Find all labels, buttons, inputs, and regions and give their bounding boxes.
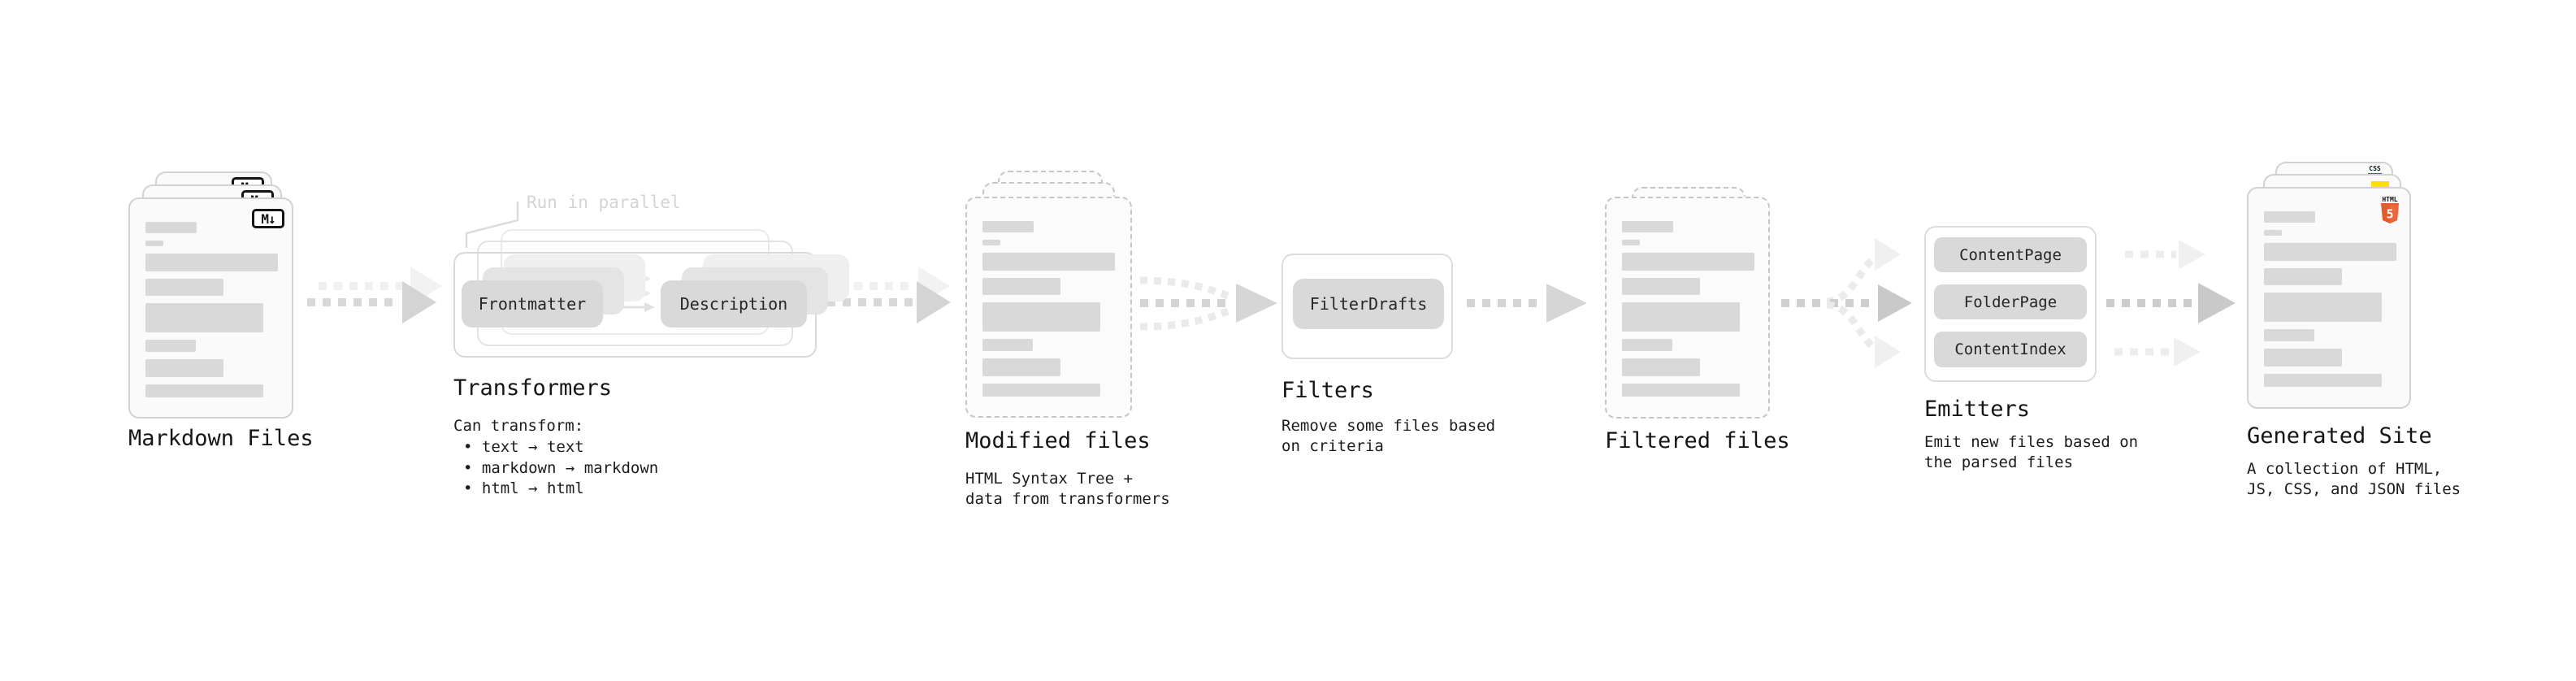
svg-text:5: 5 — [2386, 207, 2393, 222]
doc-line-placeholder — [145, 359, 223, 377]
doc-line-placeholder — [1622, 339, 1672, 351]
doc-line-placeholder — [145, 254, 278, 271]
arrow-transformers-to-modified — [827, 267, 951, 323]
emitter-node-contentindex: ContentIndex — [1934, 332, 2087, 367]
doc-line-placeholder — [145, 303, 263, 332]
doc-line-placeholder — [2264, 329, 2314, 341]
bullet-item: • html → html — [463, 479, 584, 497]
modified-files-caption: HTML Syntax Tree + data from transformer… — [965, 470, 1170, 508]
doc-line-placeholder — [145, 222, 197, 233]
doc-line-placeholder — [2264, 243, 2396, 261]
emitter-node-folderpage: FolderPage — [1934, 284, 2087, 319]
doc-line-placeholder — [2264, 374, 2382, 387]
bullet-item: • markdown → markdown — [463, 458, 659, 477]
arrow-filtered-to-emitters — [1781, 238, 1912, 368]
doc-line-placeholder — [2264, 268, 2342, 285]
markdown-doc-card: M↓ — [128, 197, 293, 419]
transformer-node-frontmatter: Frontmatter — [462, 280, 603, 327]
filtered-doc-card — [1605, 197, 1770, 419]
doc-line-placeholder — [1622, 278, 1700, 295]
doc-line-placeholder — [1622, 240, 1640, 245]
stage-title-modified-files: Modified files — [965, 428, 1151, 453]
doc-line-placeholder — [2264, 230, 2282, 236]
stage-title-generated-site: Generated Site — [2247, 423, 2432, 449]
stage-title-transformers: Transformers — [453, 375, 613, 401]
modified-doc-card — [965, 197, 1132, 418]
doc-line-placeholder — [1622, 253, 1754, 271]
doc-line-placeholder — [1622, 384, 1740, 397]
arrow-modified-to-filters — [1139, 276, 1277, 331]
doc-line-placeholder — [982, 240, 1000, 245]
doc-line-placeholder — [982, 339, 1033, 351]
html5-icon: HTML 5 — [2379, 196, 2400, 228]
emitters-caption: Emit new files based on the parsed files — [1924, 433, 2139, 471]
doc-line-placeholder — [2264, 349, 2342, 367]
filters-caption: Remove some files based on criteria — [1281, 417, 1496, 455]
stage-title-markdown-files: Markdown Files — [128, 426, 314, 451]
generated-doc-card-html: HTML 5 — [2247, 187, 2411, 409]
doc-line-placeholder — [145, 340, 196, 352]
doc-line-placeholder — [1622, 302, 1740, 332]
doc-line-placeholder — [145, 279, 223, 296]
doc-line-placeholder — [1622, 221, 1673, 232]
doc-line-placeholder — [145, 384, 263, 397]
stage-title-filtered-files: Filtered files — [1605, 428, 1790, 453]
markdown-icon: M↓ — [252, 209, 284, 228]
filter-node-filterdrafts: FilterDrafts — [1293, 279, 1444, 329]
doc-line-placeholder — [982, 384, 1100, 397]
note-leader-line — [465, 202, 519, 248]
doc-line-placeholder — [982, 302, 1100, 332]
arrow-emitters-to-generated — [2106, 240, 2236, 367]
doc-line-placeholder — [2264, 211, 2315, 223]
arrow-markdown-to-transformers — [307, 267, 442, 323]
doc-line-placeholder — [1622, 358, 1700, 376]
doc-line-placeholder — [982, 358, 1060, 376]
emitter-node-contentpage: ContentPage — [1934, 237, 2087, 272]
javascript-icon — [2371, 181, 2389, 190]
transformer-node-description: Description — [661, 280, 807, 327]
arrow-filters-to-filtered — [1467, 284, 1587, 323]
run-in-parallel-note: Run in parallel — [527, 193, 681, 212]
emitters-group-outline — [1924, 226, 2097, 382]
doc-line-placeholder — [145, 241, 163, 246]
doc-placeholder-lines — [1622, 221, 1754, 404]
doc-line-placeholder — [982, 278, 1060, 295]
generated-site-caption: A collection of HTML, JS, CSS, and JSON … — [2247, 460, 2461, 498]
doc-placeholder-lines — [145, 222, 278, 405]
doc-line-placeholder — [982, 221, 1034, 232]
doc-line-placeholder — [2264, 293, 2382, 322]
filters-group-outline — [1281, 254, 1453, 359]
doc-placeholder-lines — [2264, 211, 2396, 394]
stage-title-emitters: Emitters — [1924, 397, 2031, 422]
transformers-caption-heading: Can transform: — [453, 417, 584, 435]
stage-title-filters: Filters — [1281, 378, 1374, 403]
doc-line-placeholder — [982, 253, 1115, 271]
bullet-item: • text → text — [463, 438, 584, 456]
doc-placeholder-lines — [982, 221, 1115, 404]
transformers-bullet-list: • text → text • markdown → markdown • ht… — [453, 437, 658, 500]
